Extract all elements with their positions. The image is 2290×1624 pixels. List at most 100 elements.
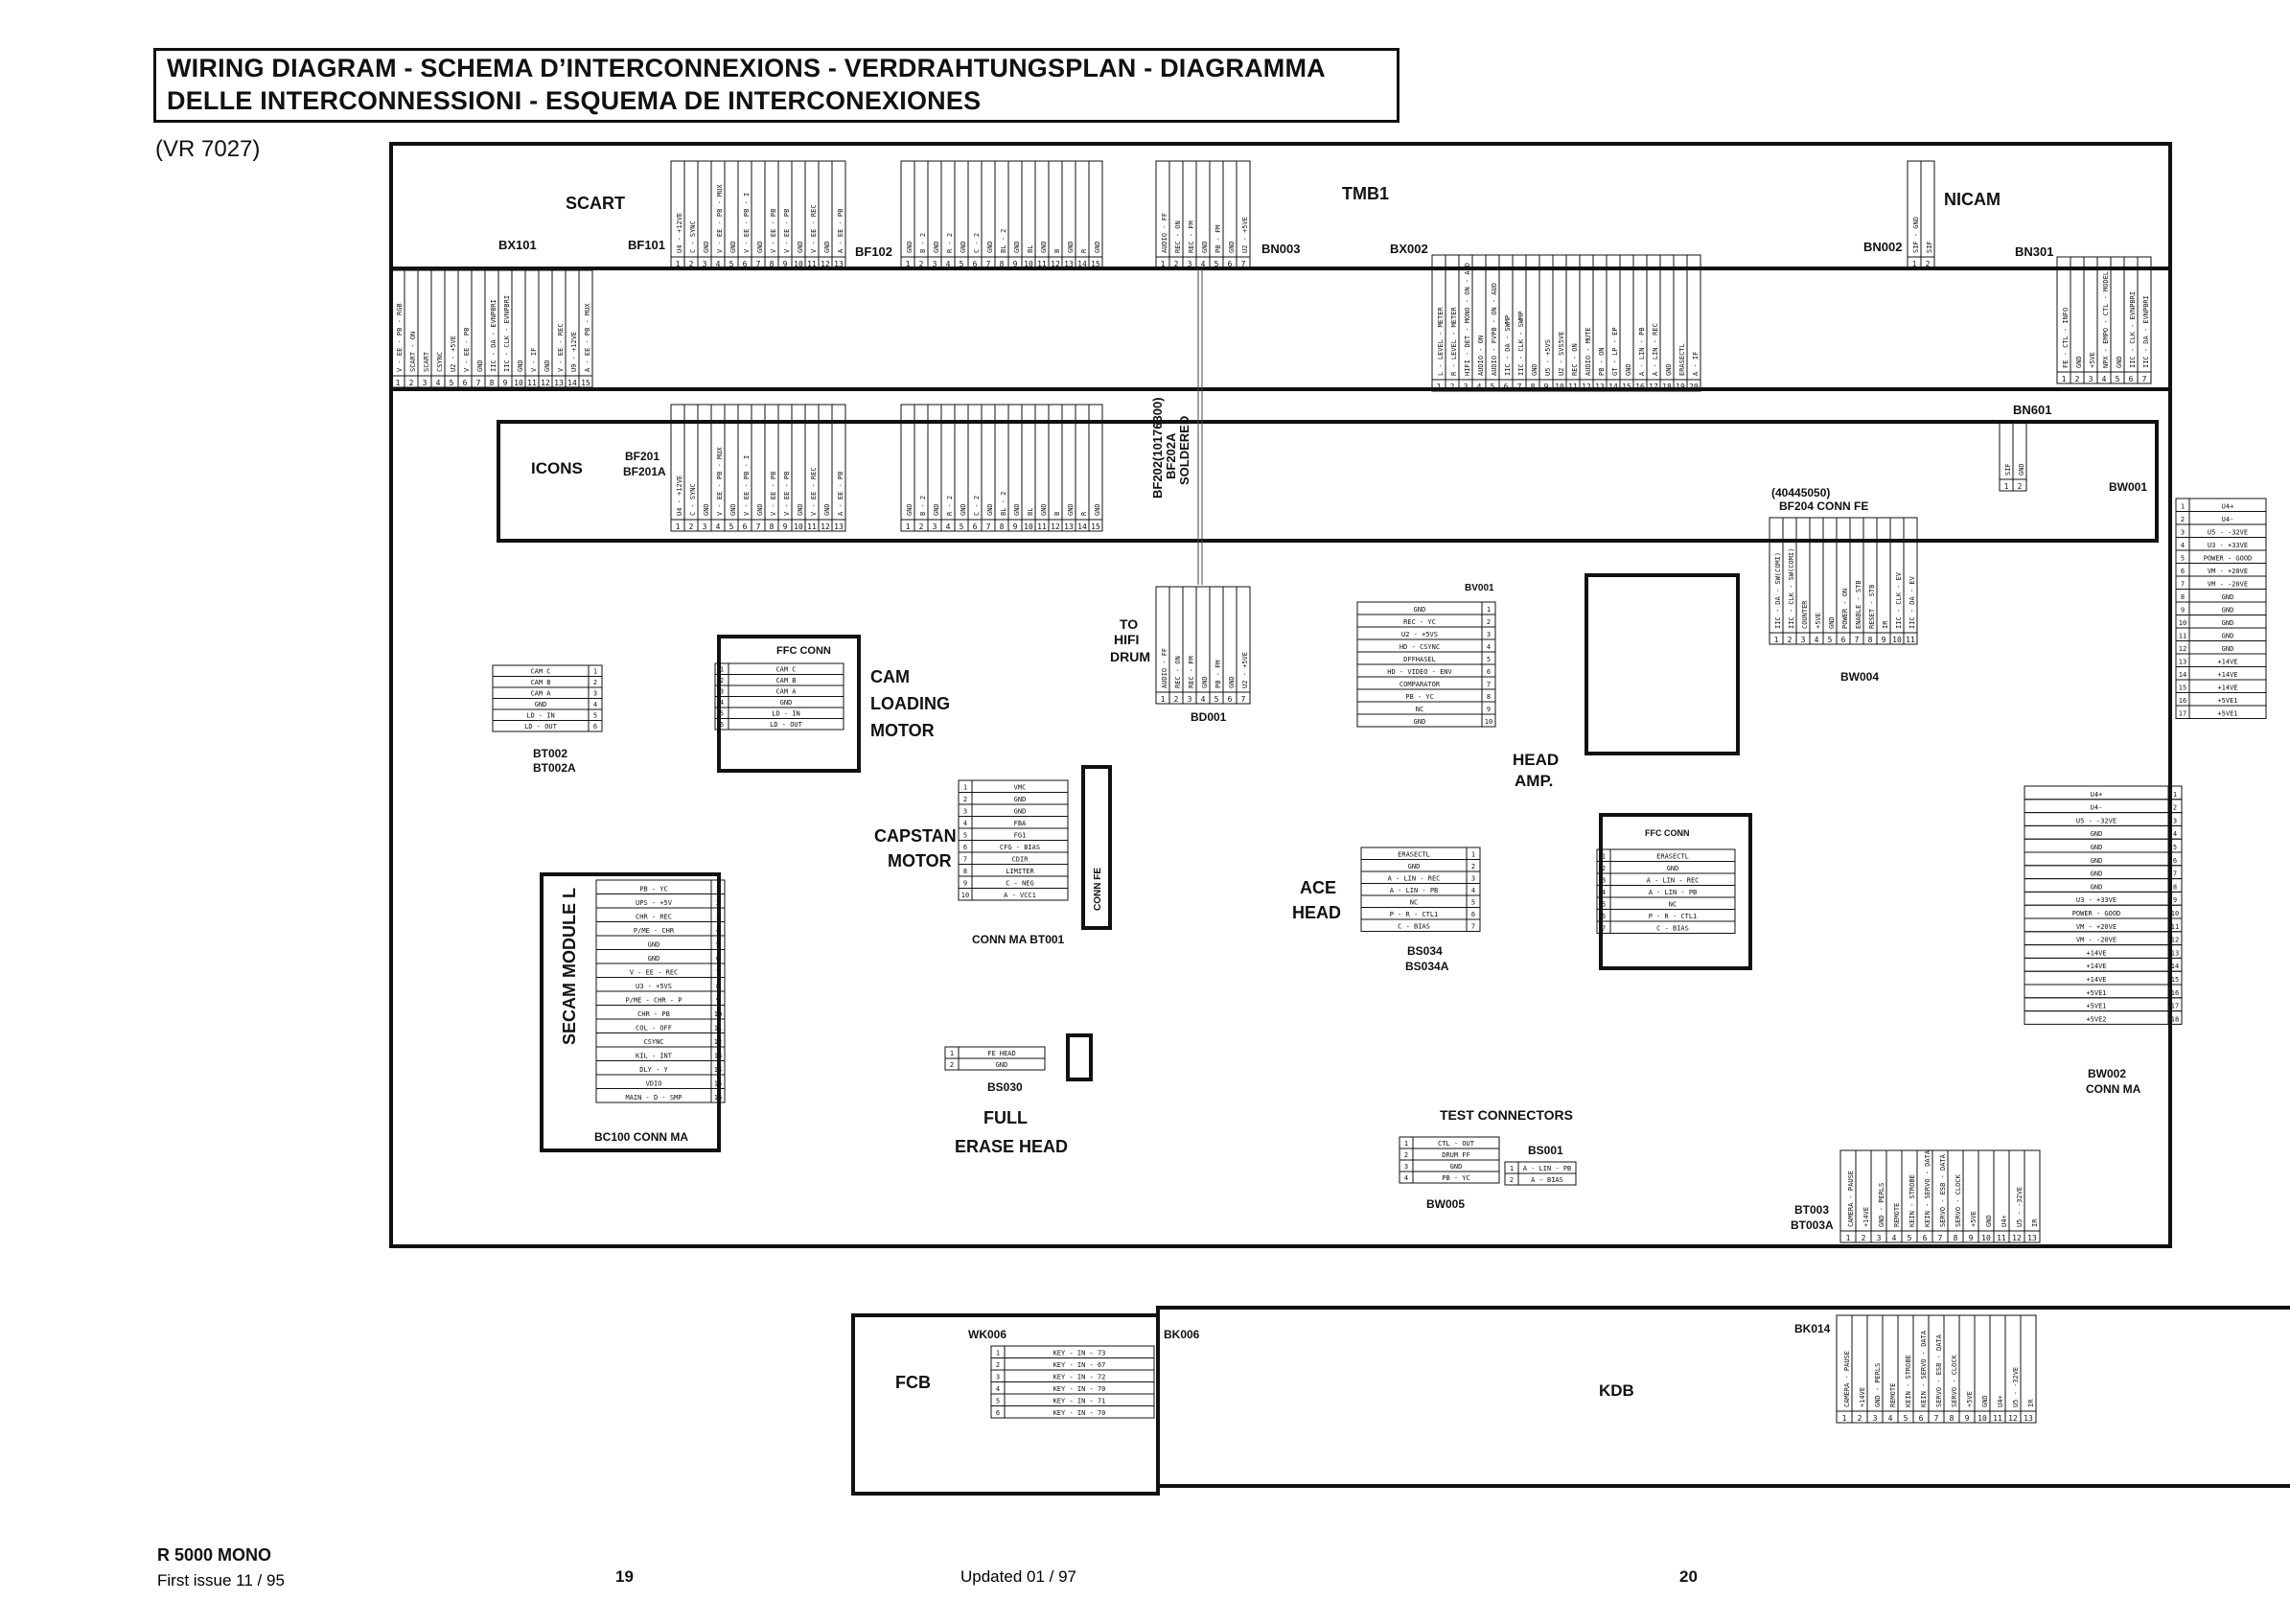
bf101-pin-number: 2 <box>689 260 694 268</box>
bd001-pin-label: AUDIO - FF <box>1161 648 1168 688</box>
wk006-pin-label: KEY - IN - 72 <box>1053 1374 1106 1381</box>
bt001-pin-number: 8 <box>963 868 967 875</box>
full-label: FULL <box>983 1108 1028 1127</box>
bw005-pin-label: PB - YC <box>1442 1174 1470 1182</box>
bk014-pin-label: CAMERA - PAUSE <box>1847 1171 1855 1227</box>
fcb-label: FCB <box>895 1373 931 1392</box>
bs034-pin-number: 5 <box>1471 899 1475 907</box>
ffc_cam-pin-number: 3 <box>720 688 724 696</box>
bw001-pin-label: U5 - -32VE <box>2208 529 2248 537</box>
bx002-pin-label: GT - LP - EP <box>1611 327 1619 376</box>
bw001-pin-label: +5VE1 <box>2217 710 2237 718</box>
bx002-pin-label: REC - ON <box>1571 343 1579 376</box>
bf101-pin-number: 12 <box>821 522 830 531</box>
bn301-pin-number: 6 <box>2129 375 2134 383</box>
bx002-pin-number: 1 <box>1437 383 1442 391</box>
bw005-pin-label: CTL - OUT <box>1438 1140 1475 1148</box>
bw002-pin-label: U5 - -32VE <box>2076 817 2117 824</box>
bf102-pin-label: GND <box>1040 503 1048 516</box>
bx002-pin-number: 13 <box>1595 383 1605 391</box>
bc100-pin-label: COL - OFF <box>636 1025 672 1032</box>
bc100-pin-number: 12 <box>714 1038 722 1046</box>
bx002-pin-number: 6 <box>1504 383 1509 391</box>
bn601-label: BN601 <box>2013 403 2051 417</box>
bs034-pin-number: 2 <box>1471 863 1475 870</box>
bv001-pin-number: 3 <box>1487 631 1491 638</box>
bn301-pin-number: 3 <box>2089 375 2093 383</box>
bf102-pin-number: 6 <box>973 522 978 531</box>
bf102-pin-label: B - 2 <box>919 233 927 253</box>
bs034-label: BS034 <box>1407 944 1443 958</box>
bc100-pin-number: 6 <box>716 955 720 963</box>
bn301-pin-label: +5VE <box>2089 352 2096 368</box>
bs030-pin-number-cell <box>944 1057 960 1071</box>
bf204-pin-number: 3 <box>1801 636 1806 644</box>
bw005-pin-label: GND <box>1450 1163 1463 1171</box>
bf101-pin-label: V - EE - REC <box>810 467 818 516</box>
bk014-pin-label: KEIN - STROBE <box>1908 1174 1916 1227</box>
cam-label: CAM <box>870 667 910 686</box>
bw002-pin-number: 9 <box>2173 896 2177 904</box>
bt001-pin-label: C - NEG <box>1006 880 1034 888</box>
bs034-pin-label: C - BIAS <box>1656 925 1689 933</box>
bn003-pin-label: GND <box>1201 241 1209 253</box>
bs034-pin-label: A - LIN - REC <box>1647 877 1700 885</box>
bx101-pin-number: 3 <box>423 379 428 387</box>
bf101-pin-number: 7 <box>756 522 761 531</box>
bv001-pin-label: PB - YC <box>1405 693 1434 701</box>
bf102-pin-label: C - 2 <box>973 496 981 516</box>
bn301-pin-label: IIC - CLK - EVNPBRI <box>2129 291 2137 368</box>
bk014-pin-number: 11 <box>1993 1414 2002 1423</box>
bx101-pin-label: SCART - ON <box>409 332 417 372</box>
bf101-pin-label: V - EE - PB <box>783 209 791 253</box>
bv001-label: BV001 <box>1465 583 1494 593</box>
bf102-pin-column <box>1021 160 1036 258</box>
bf102-pin-label: GND <box>986 241 994 253</box>
bw001-pin-label: GND <box>2222 633 2234 640</box>
bv001-pin-label: NC <box>1416 706 1423 713</box>
bt003-label: BT003 <box>1794 1203 1829 1217</box>
bf101-pin-number: 9 <box>783 522 788 531</box>
icons-label: ICONS <box>531 459 583 477</box>
bf101-pin-label: V - EE - PB - I <box>743 455 751 516</box>
title-box <box>153 48 1399 123</box>
bs034-pin-number-cell <box>1596 920 1611 934</box>
nicam-label: NICAM <box>1944 190 2001 209</box>
footer-model: R 5000 MONO <box>157 1545 271 1565</box>
bc100-pin-number: 5 <box>716 941 720 949</box>
ffc_cam-pin-label: CAM A <box>775 688 797 696</box>
bf101-pin-label: GND <box>823 241 831 253</box>
bf102-pin-number: 15 <box>1091 522 1100 531</box>
bx002-label: BX002 <box>1390 242 1428 256</box>
bw001-pin-number: 2 <box>2181 516 2185 523</box>
bn003-pin-label: REC - ON <box>1174 220 1182 253</box>
bf204-pin-column <box>1822 517 1838 634</box>
bx101-pin-number: 11 <box>527 379 537 387</box>
bn601-pin-number-cell <box>2012 478 2027 492</box>
bw002-pin-label: VM - +20VE <box>2076 923 2117 931</box>
bf101-pin-label: GND <box>756 503 764 516</box>
bf102-pin-number: 10 <box>1024 260 1033 268</box>
bx002-pin-label: L - LEVEL - METER <box>1437 307 1445 376</box>
bf204-pin-label: IR <box>1882 620 1889 629</box>
bt001-pin-number: 5 <box>963 832 967 840</box>
bs001-pin-number: 2 <box>1510 1176 1514 1184</box>
bs001-label: BS001 <box>1528 1144 1563 1157</box>
bn003-pin-label: REC - FM <box>1188 220 1195 253</box>
bf102-pin-label: R <box>1080 248 1088 253</box>
bf101-pin-number: 1 <box>676 522 681 531</box>
wk006-pin-number: 4 <box>996 1385 1000 1393</box>
bs034-pin-number: 1 <box>1471 851 1475 859</box>
bf101-pin-number: 10 <box>794 522 803 531</box>
bt001-pin-label: GND <box>1014 796 1027 803</box>
bs034-pin-number: 7 <box>1602 925 1606 933</box>
bf101-pin-number: 1 <box>676 260 681 268</box>
title-line-2: DELLE INTERCONNESSIONI - ESQUEMA DE INTE… <box>167 86 982 115</box>
bt001-pin-number: 7 <box>963 856 967 864</box>
bw001-pin-label: GND <box>2222 645 2234 653</box>
bn003-pin-number: 2 <box>1174 260 1179 268</box>
